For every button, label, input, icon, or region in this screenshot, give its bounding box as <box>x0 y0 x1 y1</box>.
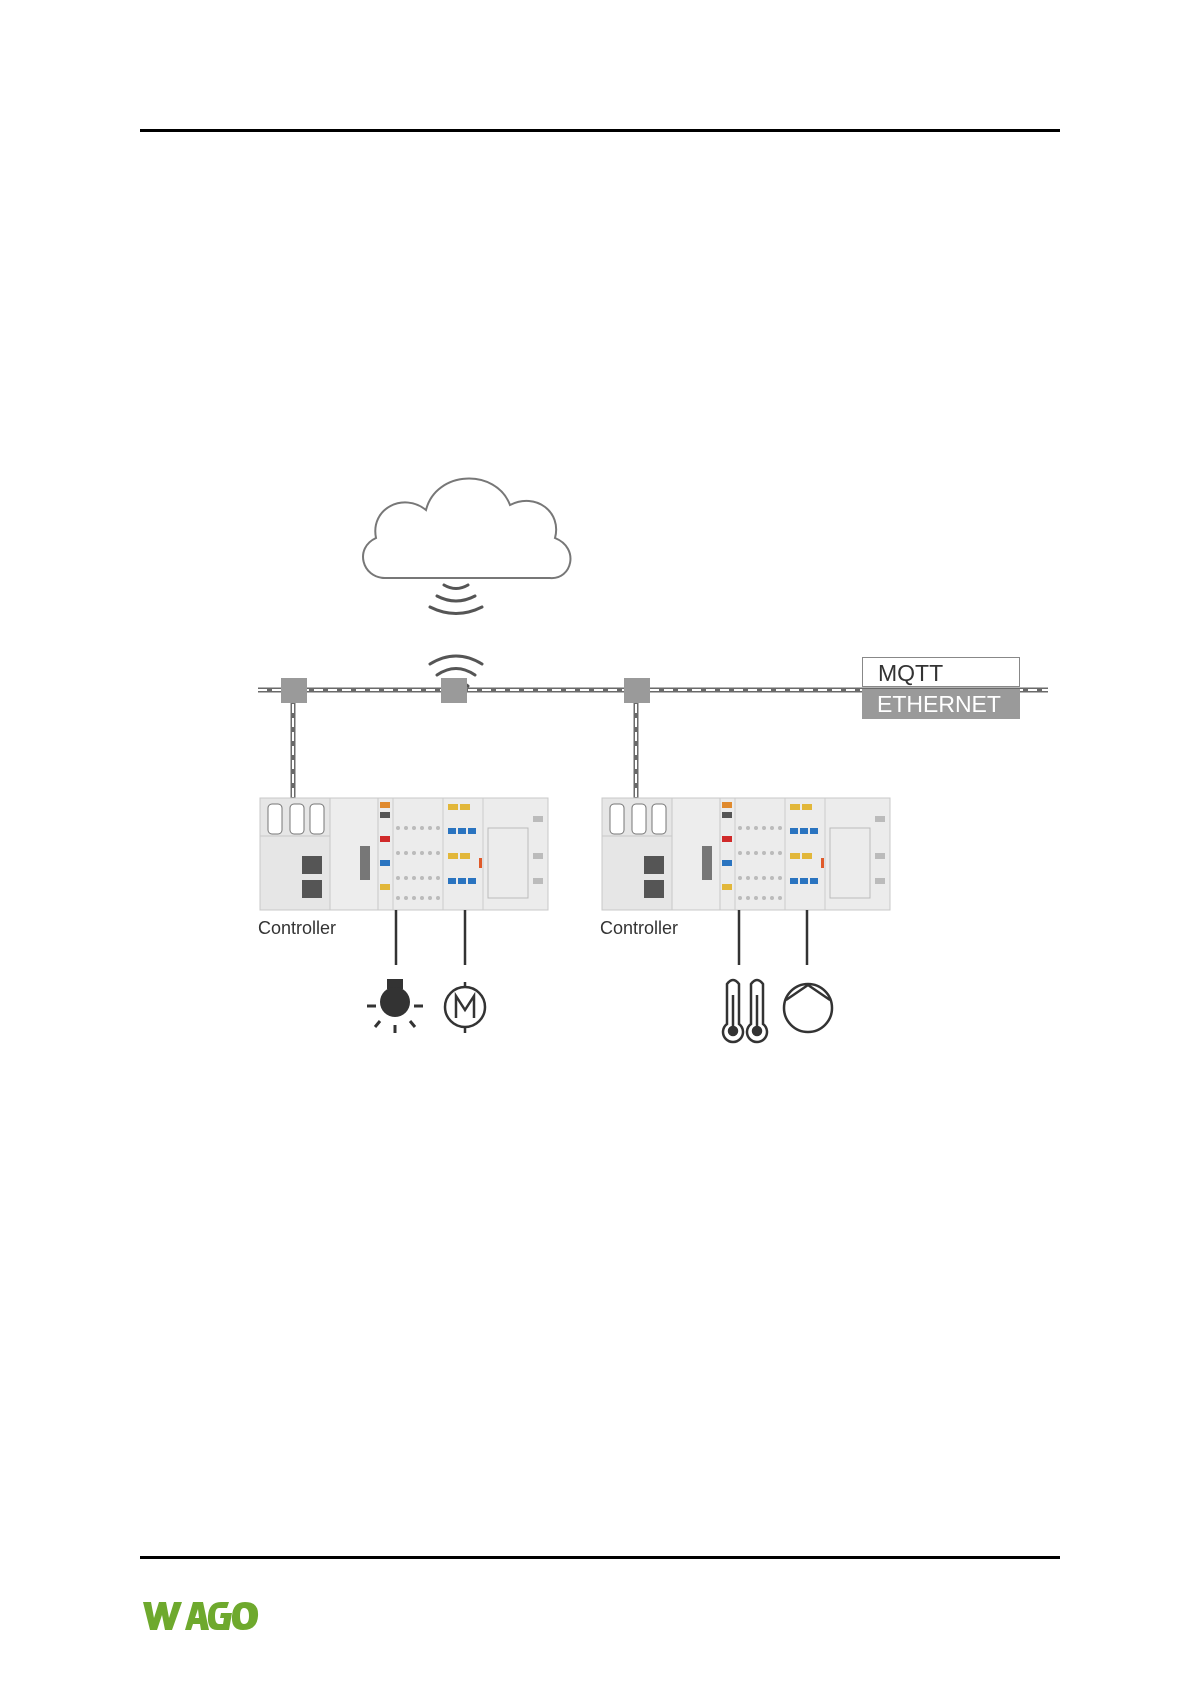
network-drop <box>293 690 636 803</box>
legend-ethernet: ETHERNET <box>862 689 1020 719</box>
motor-icon <box>445 982 485 1033</box>
controller-device <box>260 798 548 910</box>
cloud-icon <box>363 479 570 579</box>
controller-device <box>602 798 890 910</box>
network-switch-icon <box>441 678 467 703</box>
controller-label: Controller <box>600 918 678 939</box>
lamp-icon <box>367 979 423 1033</box>
network-switch-icon <box>624 678 650 703</box>
wireless-signal-icon <box>430 585 482 686</box>
controller-label: Controller <box>258 918 336 939</box>
legend-mqtt: MQTT <box>862 657 1020 687</box>
pump-icon <box>784 984 832 1032</box>
wago-logo <box>141 1598 261 1632</box>
thermometer-icon <box>723 980 767 1042</box>
network-switch-icon <box>281 678 307 703</box>
